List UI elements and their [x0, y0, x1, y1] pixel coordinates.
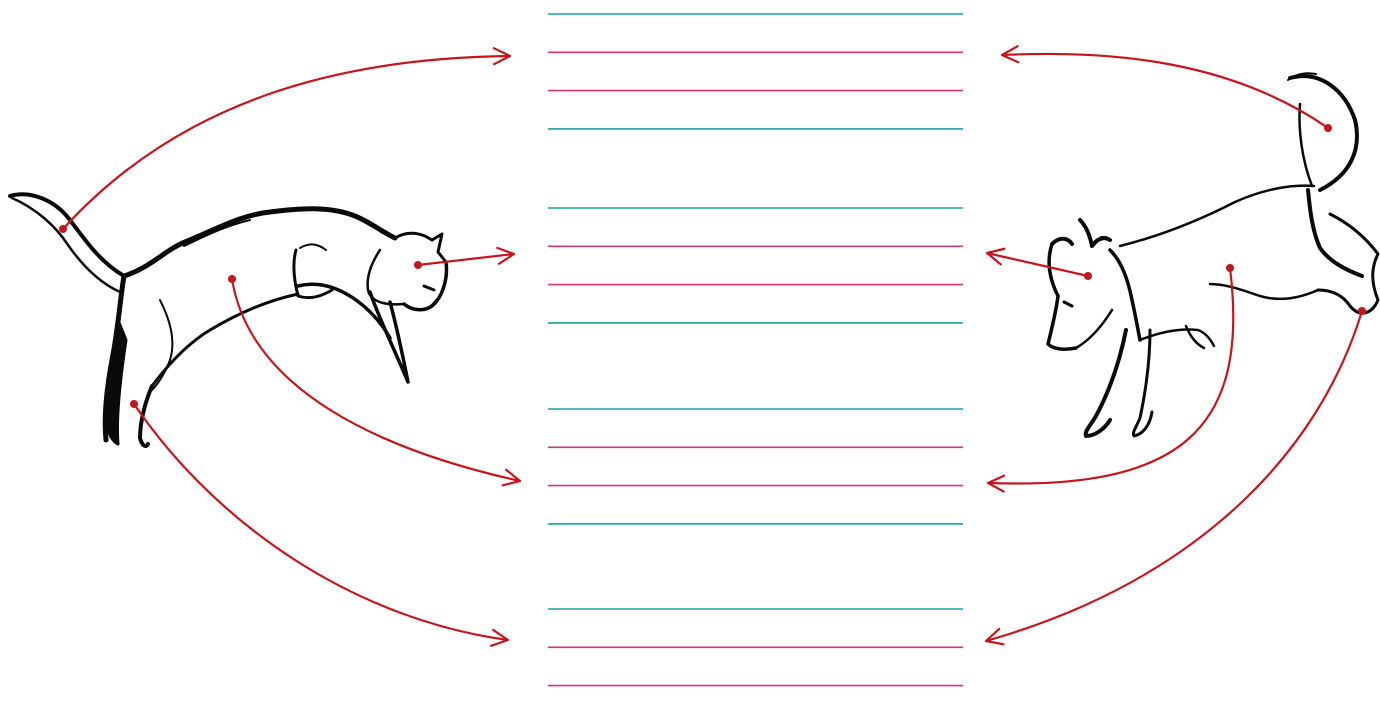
writing-lines — [548, 14, 963, 686]
arrow-cat-tail-to-block-1 — [63, 56, 510, 229]
anchor-dot-dog-head — [1084, 272, 1092, 280]
cat-hind-thigh — [152, 300, 172, 390]
connector-dog-tail — [1002, 54, 1332, 132]
cat-ear-front — [432, 234, 446, 262]
connector-dog-head — [987, 253, 1092, 280]
dog-neck — [1110, 250, 1140, 340]
writing-block-2[interactable] — [548, 208, 963, 323]
dog-snout — [1048, 296, 1076, 349]
anchor-dot-dog-body — [1226, 264, 1234, 272]
anchor-dot-cat-hind-leg — [130, 400, 138, 408]
arrow-dog-head-to-block-2 — [987, 253, 1088, 276]
dog-front-leg-1 — [1086, 330, 1126, 436]
arrow-cat-hind-leg-to-block-4 — [134, 404, 508, 640]
connector-cat-head — [414, 254, 514, 269]
dog-hind-thigh — [1308, 190, 1362, 276]
cat-tail-underside — [12, 198, 120, 292]
writing-block-1[interactable] — [548, 14, 963, 129]
anchor-dot-cat-head — [414, 261, 422, 269]
cat-chest — [300, 244, 326, 250]
dog-jaw — [1076, 310, 1112, 348]
connectors — [59, 54, 1366, 641]
anchor-dot-dog-tail — [1324, 124, 1332, 132]
cat-belly — [152, 294, 298, 386]
cat-back — [124, 209, 395, 276]
cat-eye — [424, 286, 434, 290]
arrow-dog-body-to-block-3 — [988, 268, 1233, 484]
arrow-cat-head-to-block-2 — [418, 254, 514, 265]
arrow-dog-hind-leg-to-block-4 — [986, 311, 1362, 641]
cat-back-shadow — [184, 220, 250, 246]
writing-block-4[interactable] — [548, 609, 963, 686]
cat-hind-leg-fill — [106, 320, 126, 444]
dog-ear-left — [1052, 239, 1072, 244]
cat-paw — [294, 250, 332, 298]
anchor-dot-dog-hind-leg — [1358, 307, 1366, 315]
dog-skull — [1049, 244, 1058, 296]
anchor-dot-cat-tail — [59, 225, 67, 233]
anchor-dot-cat-body — [228, 275, 236, 283]
dog-eye — [1064, 302, 1072, 306]
arrow-dog-tail-to-block-1 — [1002, 54, 1328, 128]
connector-dog-body — [988, 264, 1234, 484]
connector-cat-tail — [59, 56, 510, 233]
connector-dog-hind-leg — [986, 307, 1366, 641]
dog-back — [1120, 186, 1314, 246]
dog-ear-right — [1080, 220, 1110, 246]
writing-block-3[interactable] — [548, 409, 963, 524]
dog-hind-paw — [1318, 214, 1378, 313]
connector-cat-hind-leg — [130, 400, 508, 640]
cat-illustration — [10, 194, 447, 446]
dog-front-leg-2 — [1133, 330, 1152, 436]
cat-ear-back — [395, 233, 432, 240]
dog-belly — [1210, 284, 1318, 299]
